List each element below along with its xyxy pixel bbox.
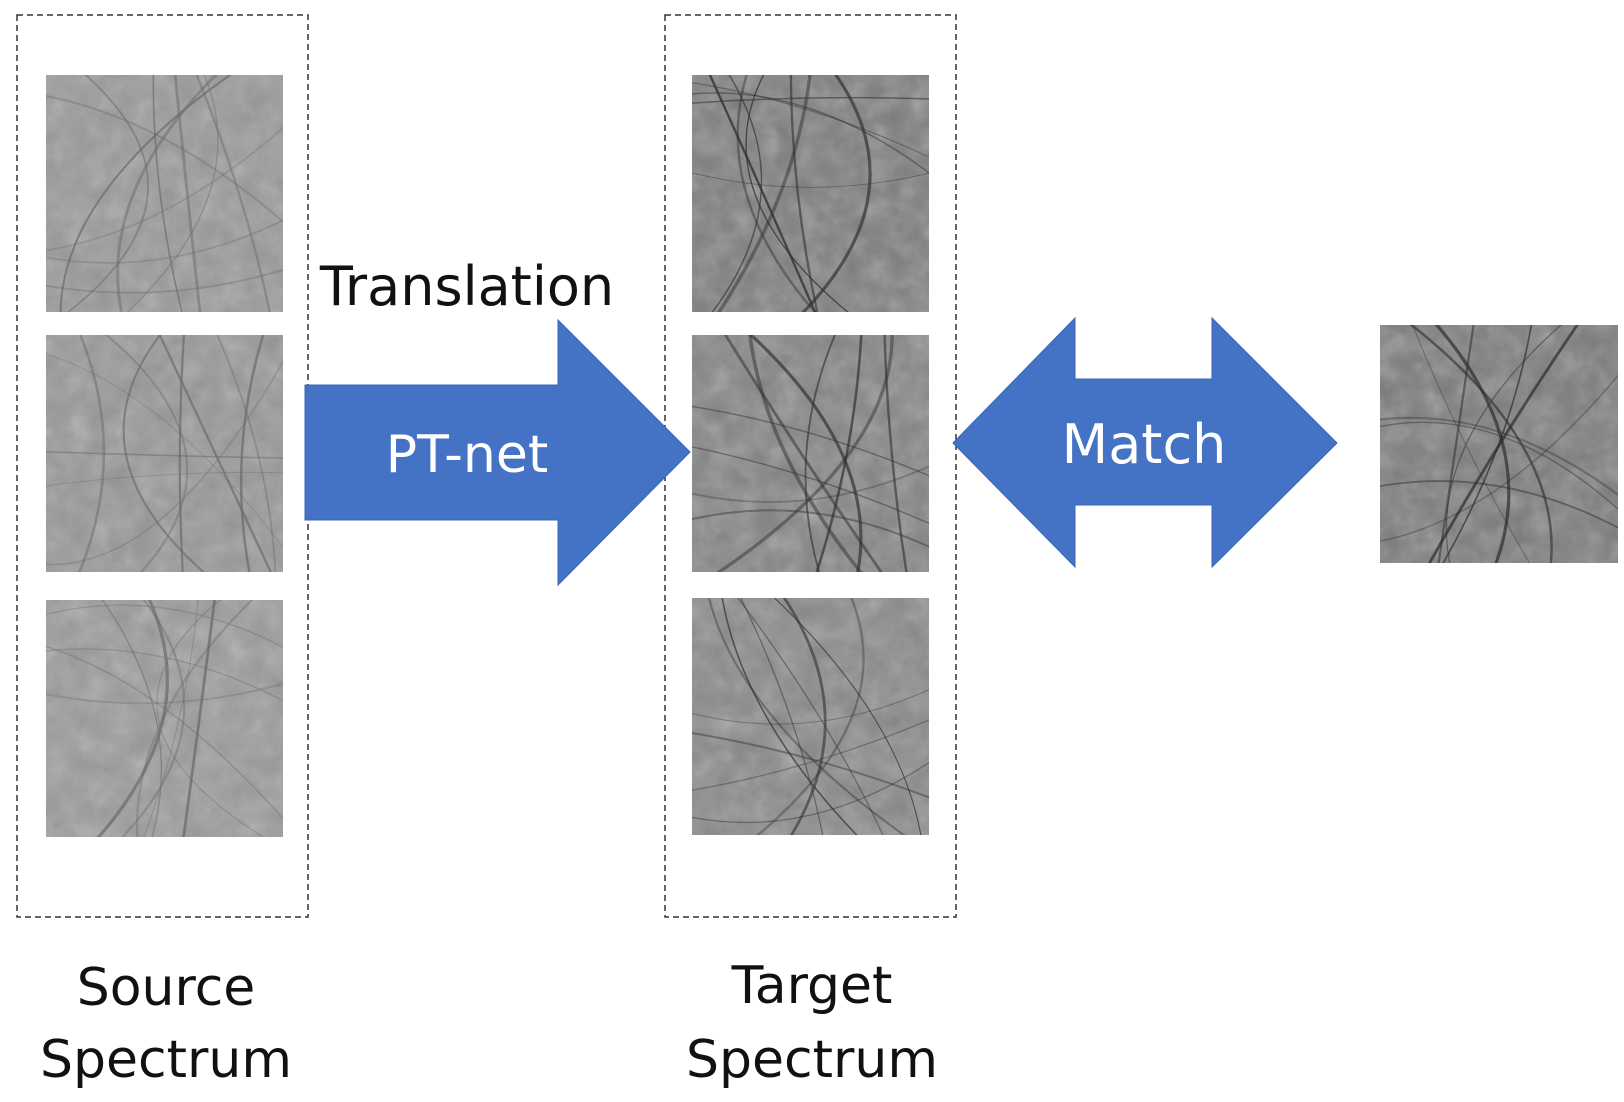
target-palm-image-2 bbox=[692, 335, 929, 572]
source-palm-image-1 bbox=[46, 75, 283, 312]
reference-palm-image bbox=[1380, 325, 1618, 563]
target-caption-line1: Target bbox=[731, 956, 893, 1016]
target-caption-line2: Spectrum bbox=[686, 1030, 938, 1090]
source-caption-line1: Source bbox=[77, 958, 256, 1018]
target-palm-image-1 bbox=[692, 75, 929, 312]
source-palm-image-2 bbox=[46, 335, 283, 572]
translation-label: Translation bbox=[319, 255, 614, 318]
pt-net-arrow: PT-net bbox=[304, 318, 691, 587]
target-spectrum-group bbox=[664, 14, 957, 918]
source-spectrum-group bbox=[16, 14, 309, 918]
pt-net-label: PT-net bbox=[386, 425, 548, 485]
pt-net-arrow-shape bbox=[304, 318, 691, 587]
source-caption-line2: Spectrum bbox=[40, 1030, 292, 1090]
source-palm-image-3 bbox=[46, 600, 283, 837]
target-palm-image-3 bbox=[692, 598, 929, 835]
match-arrow-shape bbox=[952, 316, 1338, 569]
match-arrow: Match bbox=[952, 316, 1338, 569]
match-label: Match bbox=[1062, 413, 1227, 476]
